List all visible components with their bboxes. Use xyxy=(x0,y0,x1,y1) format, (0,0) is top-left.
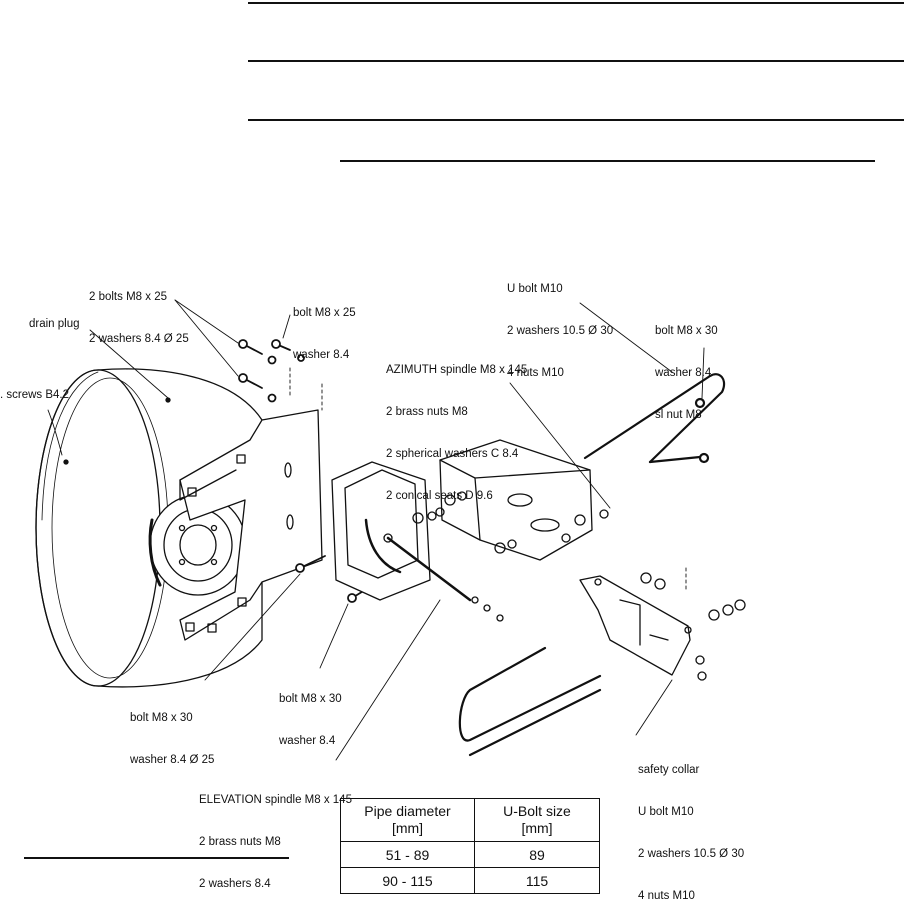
label-line: sl nut M8 xyxy=(655,409,702,421)
label-line: 2 bolts M8 x 25 xyxy=(89,291,167,303)
label-screws: . screws B4.2 xyxy=(0,389,70,401)
label-bolt-top-mid: bolt M8 x 25 washer 8.4 xyxy=(293,278,356,376)
label-line: 4 nuts M10 xyxy=(507,367,564,379)
table-cell: 51 - 89 xyxy=(340,841,475,868)
label-line: bolt M8 x 25 xyxy=(293,307,356,319)
safety-collar xyxy=(579,572,746,681)
label-line: 2 washers 10.5 Ø 30 xyxy=(507,325,614,337)
label-bolt-mid: bolt M8 x 30 washer 8.4 xyxy=(279,664,342,762)
header-line: Pipe diameter xyxy=(364,803,451,819)
label-line: 4 nuts M10 xyxy=(638,890,695,902)
mounting-plate xyxy=(179,409,323,641)
table-row: 90 - 115 115 xyxy=(340,867,600,894)
header-rule-1 xyxy=(248,2,904,4)
label-line: bolt M8 x 30 xyxy=(130,712,193,724)
label-bolt-top-right: bolt M8 x 30 washer 8.4 sl nut M8 xyxy=(655,296,718,436)
header-rule-4 xyxy=(340,160,875,162)
header-unit: [mm] xyxy=(391,820,424,836)
label-ubolt-top: U bolt M10 2 washers 10.5 Ø 30 4 nuts M1… xyxy=(507,254,613,394)
label-line: 2 washers 8.4 xyxy=(199,878,271,890)
label-line: 2 washers 8.4 Ø 25 xyxy=(89,333,189,345)
label-line: 2 brass nuts M8 xyxy=(386,406,468,418)
label-line: 2 conical seats D 9.6 xyxy=(386,490,493,502)
label-bolts-top-left: 2 bolts M8 x 25 2 washers 8.4 Ø 25 xyxy=(89,262,189,360)
label-line: washer 8.4 Ø 25 xyxy=(130,754,215,766)
u-bolt-bottom xyxy=(458,646,602,757)
leader-lines xyxy=(47,299,705,761)
label-line: washer 8.4 xyxy=(279,735,336,747)
header-rule-3 xyxy=(248,119,904,121)
table-header-row: Pipe diameter [mm] U-Bolt size [mm] xyxy=(340,798,600,842)
hub xyxy=(148,494,247,596)
ubolt-size-table: Pipe diameter [mm] U-Bolt size [mm] 51 -… xyxy=(340,798,600,894)
label-line: AZIMUTH spindle M8 x 145 xyxy=(386,364,528,376)
label-line: bolt M8 x 30 xyxy=(279,693,342,705)
elevation-bracket xyxy=(331,461,504,622)
azimuth-block xyxy=(427,439,609,561)
u-bolt-top xyxy=(583,373,726,464)
label-line: 2 brass nuts M8 xyxy=(199,836,281,848)
label-elevation-spindle: ELEVATION spindle M8 x 145 2 brass nuts … xyxy=(199,765,352,905)
label-line: U bolt M10 xyxy=(507,283,563,295)
label-drain-plug: drain plug xyxy=(29,318,80,330)
label-line: ELEVATION spindle M8 x 145 xyxy=(199,794,352,806)
plate-bolts xyxy=(238,339,366,603)
label-azimuth-spindle: AZIMUTH spindle M8 x 145 2 brass nuts M8… xyxy=(386,335,527,517)
label-line: washer 8.4 xyxy=(655,367,712,379)
label-line: bolt M8 x 30 xyxy=(655,325,718,337)
header-rule-2 xyxy=(248,60,904,62)
header-ubolt-size: U-Bolt size [mm] xyxy=(474,798,600,842)
label-line: safety collar xyxy=(638,764,700,776)
table-cell: 115 xyxy=(474,867,600,894)
footer-rule xyxy=(24,857,289,859)
table-cell: 90 - 115 xyxy=(340,867,475,894)
label-line: 2 spherical washers C 8.4 xyxy=(386,448,519,460)
label-line: washer 8.4 xyxy=(293,349,350,361)
header-unit: [mm] xyxy=(521,820,553,836)
label-line: U bolt M10 xyxy=(638,806,694,818)
table-cell: 89 xyxy=(474,841,600,868)
table-row: 51 - 89 89 xyxy=(340,841,600,868)
label-safety-collar: safety collar U bolt M10 2 washers 10.5 … xyxy=(638,735,744,917)
header-pipe-diameter: Pipe diameter [mm] xyxy=(340,798,475,842)
header-line: U-Bolt size xyxy=(503,803,571,819)
label-line: 2 washers 10.5 Ø 30 xyxy=(638,848,745,860)
label-bolt-left: bolt M8 x 30 washer 8.4 Ø 25 xyxy=(130,683,214,781)
